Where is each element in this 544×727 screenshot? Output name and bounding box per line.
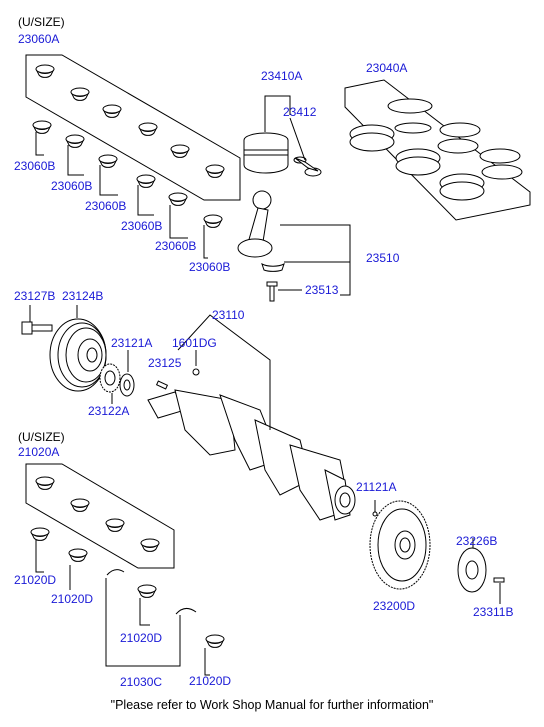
piston	[243, 132, 322, 177]
part-21020D-2[interactable]: 21020D	[51, 592, 94, 606]
part-23060B-5[interactable]: 23060B	[155, 239, 197, 253]
part-23060B-4[interactable]: 23060B	[121, 219, 163, 233]
part-23060A[interactable]: 23060A	[18, 32, 60, 46]
part-23226B[interactable]: 23226B	[456, 534, 498, 548]
part-23060B-2[interactable]: 23060B	[51, 179, 93, 193]
part-23412[interactable]: 23412	[283, 105, 317, 119]
usize-label-bottom: (U/SIZE)	[18, 430, 65, 444]
part-21020D-1[interactable]: 21020D	[14, 573, 57, 587]
part-21030C[interactable]: 21030C	[120, 675, 163, 689]
part-23200D[interactable]: 23200D	[373, 599, 416, 613]
pulley-bolt	[21, 321, 53, 335]
part-21121A[interactable]: 21121A	[356, 480, 397, 494]
usize-label-top: (U/SIZE)	[18, 15, 65, 29]
part-23510[interactable]: 23510	[366, 251, 400, 265]
flywheel	[369, 500, 431, 590]
part-23311B[interactable]: 23311B	[473, 605, 514, 619]
bearing-set-outline-top	[25, 54, 241, 201]
part-23127B[interactable]: 23127B	[14, 289, 56, 303]
part-23125[interactable]: 23125	[148, 356, 182, 370]
crank-bearing-shells-lower	[30, 527, 225, 648]
part-23060B-3[interactable]: 23060B	[85, 199, 127, 213]
part-23121A[interactable]: 23121A	[111, 336, 153, 350]
part-23513[interactable]: 23513	[305, 283, 339, 297]
adapter-plate	[457, 547, 505, 593]
main-bearing-shells-upper	[35, 64, 225, 178]
part-23410A[interactable]: 23410A	[261, 69, 303, 83]
part-23040A[interactable]: 23040A	[366, 61, 408, 75]
part-23060B-6[interactable]: 23060B	[189, 260, 231, 274]
part-21020D-4[interactable]: 21020D	[189, 674, 232, 688]
part-23110[interactable]: 23110	[212, 308, 245, 322]
piston-rings-outline	[344, 79, 531, 221]
main-bearing-shells-lower	[32, 120, 223, 228]
part-23122A[interactable]: 23122A	[88, 404, 130, 418]
connecting-rod	[237, 190, 285, 302]
crank-bearing-shells-upper	[35, 476, 160, 552]
part-21020D-3[interactable]: 21020D	[120, 631, 163, 645]
footer-note: "Please refer to Work Shop Manual for fu…	[110, 698, 434, 712]
part-1601DG[interactable]: 1601DG	[172, 336, 217, 350]
bearing-set-outline-bottom	[25, 463, 175, 569]
thrust-washer-right	[175, 608, 197, 615]
piston-rings	[349, 98, 523, 201]
thrust-washer-left	[106, 569, 125, 576]
part-23124B[interactable]: 23124B	[62, 289, 104, 303]
damper-pulley	[49, 318, 107, 392]
crank-sprocket	[99, 363, 135, 397]
part-23060B-1[interactable]: 23060B	[14, 159, 56, 173]
crankshaft	[147, 389, 356, 521]
part-21020A[interactable]: 21020A	[18, 445, 60, 459]
